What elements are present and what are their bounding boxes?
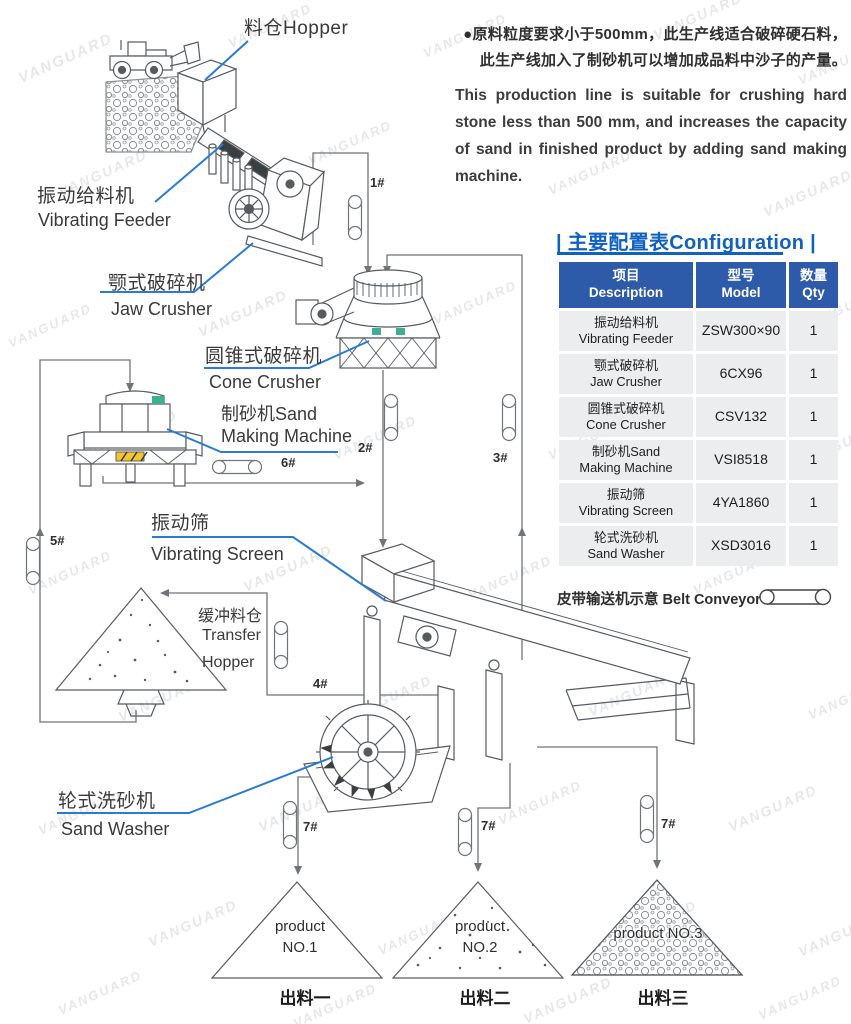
conveyor-tag-6: 6# (281, 455, 296, 470)
sand-maker-label-line1: 制砂机Sand (221, 404, 318, 424)
screen-label-en: Vibrating Screen (151, 544, 284, 564)
conveyor-tag-7a: 7# (303, 819, 318, 834)
flow-line-6 (102, 476, 356, 484)
description-en: This production line is suitable for cru… (455, 87, 847, 185)
product-3-text: product NO.3 (613, 925, 703, 942)
sand-washer-label-zh: 轮式洗砂机 (58, 791, 156, 812)
cell-model: CSV132 (696, 396, 786, 437)
conveyor-tag-2: 2# (358, 440, 373, 455)
flow-line-1 (312, 152, 369, 266)
vibrating-screen-drawing (360, 543, 695, 761)
cell-model: 4YA1860 (696, 482, 786, 523)
product-pile-2-drawing (391, 881, 565, 979)
conveyor-7b (457, 807, 473, 857)
conveyor-1 (347, 194, 363, 241)
flow-line-7c (537, 746, 658, 860)
sand-maker-label-line2: Making Machine (221, 426, 353, 446)
cone-crusher-label-zh: 圆锥式破碎机 (205, 346, 323, 367)
cell-qty: 1 (789, 439, 838, 480)
conveyor-tag-1: 1# (370, 175, 385, 190)
conveyor-3 (501, 393, 517, 442)
wheel-loader-drawing (109, 40, 201, 80)
conveyor-tag-3: 3# (493, 450, 508, 465)
jaw-crusher-label-zh: 颚式破碎机 (108, 273, 206, 294)
discharge-label-3: 出料三 (637, 989, 689, 1008)
flow-line-4 (167, 592, 438, 696)
label-leader-lines (57, 40, 387, 814)
cell-qty: 1 (789, 482, 838, 523)
flow-lines (39, 152, 658, 866)
flow-line-7b (477, 763, 511, 863)
transfer-hopper-label-zh: 缓冲料仓 (198, 608, 263, 625)
conveyor-tag-7c: 7# (661, 816, 676, 831)
transfer-hopper-drawing (54, 587, 228, 717)
conveyor-5 (25, 536, 41, 586)
jaw-crusher-label-en: Jaw Crusher (111, 299, 213, 319)
conveyor-symbols (25, 194, 655, 857)
cell-qty: 1 (789, 310, 838, 351)
cell-model: VSI8518 (696, 439, 786, 480)
cell-qty: 1 (789, 353, 838, 394)
configuration-title-underline (557, 252, 783, 255)
flow-line-7a (297, 776, 312, 866)
flow-line-5 (39, 359, 137, 723)
cell-model: 6CX96 (696, 353, 786, 394)
transfer-hopper-label-en1: Transfer (202, 627, 261, 644)
belt-conveyor-note: 皮带输送机示意 Belt Conveyor (557, 592, 761, 608)
description-zh: ●原料粒度要求小于500mm，此生产线适合破碎硬石料， 此生产线加入了制砂机可以… (463, 26, 847, 69)
cell-model: ZSW300×90 (696, 310, 786, 351)
product-pile-1-drawing (210, 881, 384, 979)
flow-line-3 (386, 254, 523, 660)
conveyor-7c (639, 794, 655, 844)
conveyor-tag-5: 5# (50, 533, 65, 548)
cell-model: XSD3016 (696, 525, 786, 566)
discharge-label-2: 出料二 (459, 989, 511, 1008)
hopper-label: 料仓Hopper (244, 18, 349, 39)
cell-qty: 1 (789, 525, 838, 566)
sand-washer-drawing (303, 700, 451, 813)
configuration-title: | 主要配置表Configuration | (556, 232, 816, 254)
conveyor-tag-4: 4# (313, 676, 328, 691)
transfer-hopper-label-en2: Hopper (202, 654, 255, 671)
screen-label-zh: 振动筛 (151, 513, 210, 534)
conveyor-2 (383, 393, 399, 442)
conveyor-6 (211, 459, 263, 475)
cone-crusher-drawing (295, 269, 441, 369)
cell-qty: 1 (789, 396, 838, 437)
belt-conveyor-icon (759, 588, 832, 606)
conveyor-7a (282, 800, 298, 850)
discharge-label-1: 出料一 (279, 989, 331, 1008)
sand-making-machine-drawing (67, 390, 203, 487)
feeder-label-en: Vibrating Feeder (38, 210, 171, 230)
sand-washer-label-en: Sand Washer (61, 819, 170, 839)
jaw-crusher-drawing (228, 157, 326, 267)
conveyor-tag-7b: 7# (481, 818, 496, 833)
product-pile-3-drawing (570, 879, 744, 976)
conveyor-4 (273, 620, 289, 670)
cone-crusher-label-en: Cone Crusher (209, 372, 322, 392)
feeder-label-zh: 振动给料机 (37, 186, 135, 207)
